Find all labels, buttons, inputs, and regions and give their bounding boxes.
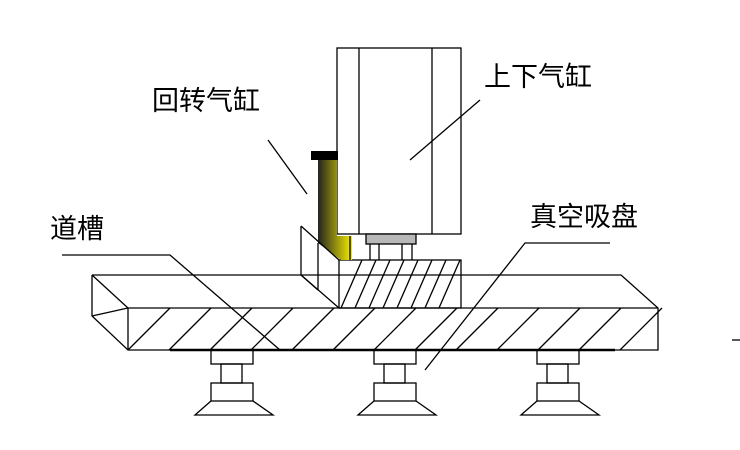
vacuum-cup bbox=[193, 349, 276, 416]
hatch-line bbox=[424, 259, 447, 309]
beam-hatching bbox=[127, 307, 663, 351]
hatch-line bbox=[332, 307, 376, 351]
hatch-line bbox=[537, 307, 581, 351]
hatch-line bbox=[382, 259, 405, 309]
hatch-line bbox=[414, 307, 458, 351]
hatch-line bbox=[368, 259, 391, 309]
hatch-line bbox=[455, 307, 499, 351]
hatch-line bbox=[578, 307, 622, 351]
hatch-line bbox=[209, 307, 253, 351]
hatch-line bbox=[168, 307, 212, 351]
label-lift-cylinder: 上下气缸 bbox=[484, 62, 592, 93]
hatch-line bbox=[396, 259, 419, 309]
hatch-line bbox=[354, 259, 377, 309]
label-guide-groove: 道槽 bbox=[50, 214, 104, 245]
connector-block bbox=[365, 233, 417, 245]
hatch-line bbox=[373, 307, 417, 351]
hatch-line bbox=[340, 259, 363, 309]
hatch-line bbox=[619, 307, 663, 351]
leader-lines bbox=[62, 99, 740, 371]
hatch-line bbox=[496, 307, 540, 351]
hatch-line bbox=[438, 259, 461, 309]
vacuum-cup bbox=[519, 349, 602, 416]
vacuum-cups bbox=[193, 349, 602, 416]
hatch-line bbox=[250, 307, 294, 351]
hatch-line bbox=[410, 259, 433, 309]
hatch-line bbox=[127, 307, 171, 351]
rotary-cylinder bbox=[300, 151, 352, 309]
beam bbox=[91, 274, 663, 352]
vacuum-cup bbox=[356, 349, 439, 416]
label-rotary-cylinder: 回转气缸 bbox=[152, 86, 260, 117]
hatch-line bbox=[291, 307, 335, 351]
lift-cylinder bbox=[336, 47, 462, 260]
label-vacuum-cup: 真空吸盘 bbox=[530, 202, 638, 233]
suction-head-block bbox=[338, 259, 462, 309]
